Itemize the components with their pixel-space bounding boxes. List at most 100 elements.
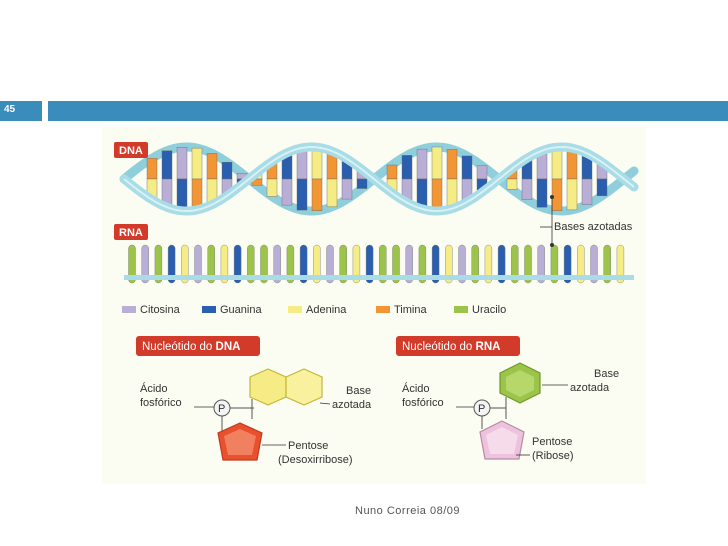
rna-sugar-label-1: Pentose	[532, 436, 572, 448]
dna-backbone-back	[119, 142, 639, 216]
dna-phosphate-label: P	[218, 403, 225, 415]
dna-acid-label-1: Ácido	[140, 382, 168, 395]
dna-base-pointer	[319, 402, 331, 405]
dna-base-ring-2-icon	[285, 368, 323, 406]
rna-nucleotide-title: Nucleótido do RNA	[402, 341, 500, 353]
legend-swatch	[454, 306, 468, 313]
dna-base-pair-bottom	[296, 178, 308, 211]
rna-base	[497, 244, 506, 284]
rna-base	[286, 244, 295, 284]
rna-base	[577, 244, 585, 284]
dna-base-pair-bottom	[311, 178, 323, 211]
rna-base	[167, 244, 176, 284]
legend-swatch	[122, 306, 136, 313]
dna-base-pair-bottom	[326, 178, 338, 208]
rna-base	[247, 244, 255, 284]
rna-base	[603, 244, 611, 284]
dna-tag-bg	[114, 142, 148, 158]
dna-base-pair-top	[461, 155, 473, 180]
dna-base-pair-bottom	[596, 178, 608, 197]
dna-base-pair-bottom	[581, 178, 593, 205]
dna-base-pair-top	[431, 146, 443, 180]
dna-base-ring-1-icon	[249, 368, 287, 406]
dna-base-pair-top	[221, 161, 233, 180]
rna-base	[445, 244, 453, 284]
dna-sugar-label-1: Pentose	[288, 440, 328, 452]
rna-base	[379, 244, 387, 284]
rna-strand	[124, 244, 634, 284]
rna-base	[299, 244, 308, 284]
dna-base-pair-top	[401, 155, 413, 180]
dna-backbone-highlight	[123, 145, 635, 213]
rna-base	[339, 244, 347, 284]
dna-base-pair-bottom	[551, 178, 563, 211]
rna-base	[537, 244, 545, 284]
rna-acid-label-2: fosfórico	[402, 397, 444, 409]
rna-base	[233, 244, 242, 284]
dna-base-pair-bottom	[521, 178, 533, 200]
rna-base	[471, 244, 479, 284]
rna-base	[313, 244, 321, 284]
rna-base	[273, 244, 281, 284]
rna-base	[352, 244, 361, 284]
dna-base-pair-bottom	[341, 178, 353, 200]
rna-base	[563, 244, 572, 284]
dna-base-pair-top	[446, 149, 458, 180]
dna-acid-label-2: fosfórico	[140, 397, 182, 409]
rna-backbone	[124, 275, 634, 280]
rna-base	[484, 244, 493, 284]
dna-sugar-label-2: (Desoxirribose)	[278, 454, 353, 466]
rna-base	[524, 244, 532, 284]
dna-base-pair-bottom	[281, 178, 293, 206]
dna-pentose-highlight	[224, 429, 256, 455]
rna-base	[392, 244, 400, 284]
dna-base-pair-top	[176, 147, 188, 180]
rna-base	[511, 244, 519, 284]
bases-pointer-dot-rna	[550, 243, 554, 247]
rna-base	[220, 244, 229, 284]
rna-acid-label-1: Ácido	[402, 382, 430, 395]
dna-base-pair-top	[476, 165, 488, 180]
rna-nucleotide-title-bg	[396, 336, 520, 356]
dna-base-pair-bottom	[266, 178, 278, 197]
rna-base	[616, 244, 625, 284]
dna-base-pair-bottom	[356, 178, 368, 189]
rna-base-label-2: azotada	[570, 382, 610, 394]
rna-base	[260, 244, 268, 284]
legend-label: Uracilo	[472, 304, 506, 316]
rna-base	[550, 244, 559, 284]
dna-nucleotide-title-bg	[136, 336, 260, 356]
rna-base	[405, 244, 413, 284]
dna-base-pair-top	[386, 164, 398, 180]
rna-base-label-1: Base	[594, 368, 619, 380]
dna-base-label-1: Base	[346, 385, 371, 397]
legend-swatch	[202, 306, 216, 313]
rna-phosphate-label: P	[478, 403, 485, 415]
legend-swatch	[288, 306, 302, 313]
rna-base	[181, 244, 189, 284]
dna-base-pair-top	[206, 153, 218, 180]
rna-base	[365, 244, 374, 284]
rna-base	[141, 244, 149, 284]
rna-base	[154, 244, 163, 284]
slide-footer: Nuno Correia 08/09	[355, 505, 461, 517]
rna-base	[431, 244, 440, 284]
bases-pointer-dot-dna	[550, 195, 554, 199]
rna-base	[590, 244, 598, 284]
dna-base-pair-top	[146, 158, 158, 180]
dna-base-pair-bottom	[506, 178, 518, 190]
dna-base-pair-bottom	[431, 178, 443, 212]
dna-base-pair-bottom	[536, 178, 548, 208]
legend-swatch	[376, 306, 390, 313]
rna-pentose-highlight	[486, 427, 518, 454]
dna-base-pair-bottom	[566, 178, 578, 211]
dna-base-pair-top	[191, 147, 203, 180]
dna-base-pair-top	[161, 150, 173, 180]
header-bar	[48, 101, 728, 121]
rna-base	[458, 244, 466, 284]
rna-base	[194, 244, 202, 284]
rna-base-ring-highlight	[506, 370, 534, 397]
dna-nucleotide-title: Nucleótido do DNA	[142, 341, 240, 353]
